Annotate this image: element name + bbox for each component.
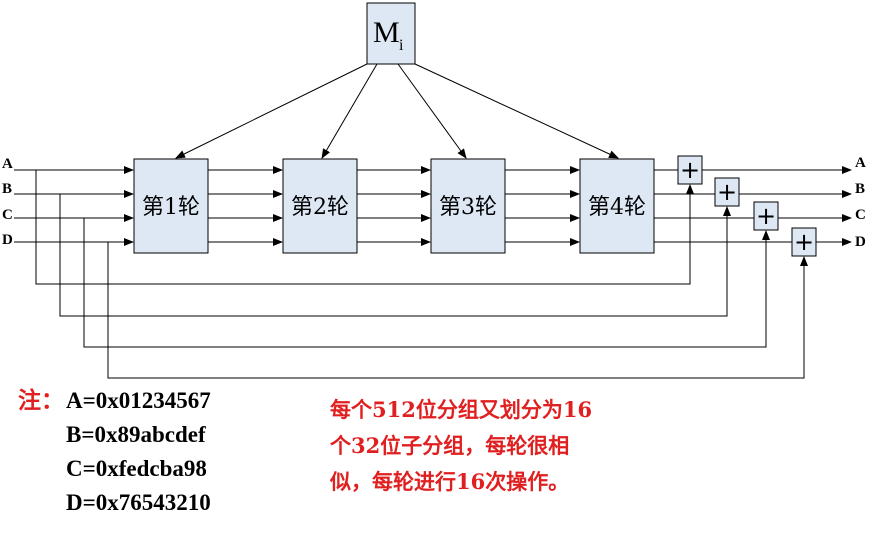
input-label-a: A: [2, 156, 13, 172]
round-box-4: 第4轮: [579, 158, 655, 254]
description-line-1: 每个512位分组又划分为16: [330, 397, 593, 422]
adder-b: +: [714, 177, 740, 207]
input-label-b: B: [2, 181, 12, 197]
output-label-b: B: [855, 181, 865, 197]
message-block: M i: [366, 2, 416, 65]
output-label-d: D: [855, 234, 866, 250]
description-line-2: 个32位子分组，每轮很相: [330, 433, 570, 458]
round-box-2: 第2轮: [282, 158, 358, 254]
input-label-d: D: [2, 232, 13, 248]
input-arrows: [14, 166, 134, 246]
round4-output-lines: [654, 169, 792, 243]
note-value-a: A=0x01234567: [66, 388, 211, 413]
adder-d-symbol: +: [794, 228, 814, 256]
note-value-c: C=0xfedcba98: [66, 456, 207, 481]
round-label-2: 第2轮: [291, 195, 349, 220]
input-labels: A B C D: [2, 156, 13, 248]
round-box-1: 第1轮: [133, 158, 209, 254]
output-label-c: C: [855, 207, 866, 223]
adder-c: +: [753, 201, 779, 231]
note-value-b: B=0x89abcdef: [66, 422, 206, 447]
note-line-a: 注：A=0x01234567: [18, 384, 211, 418]
output-arrows: [702, 166, 852, 246]
adder-a-symbol: +: [680, 156, 700, 184]
adder-d: +: [791, 227, 817, 257]
note-value-d: D=0x76543210: [66, 490, 211, 515]
note-prefix: 注：: [18, 388, 64, 413]
note-line-d: D=0x76543210: [18, 486, 211, 520]
round-label-3: 第3轮: [439, 195, 497, 220]
round-label-1: 第1轮: [142, 195, 200, 220]
note-line-c: C=0xfedcba98: [18, 452, 211, 486]
feedforward-lines: [35, 170, 808, 379]
round-box-3: 第3轮: [430, 158, 506, 254]
inter-round-arrows: [208, 166, 580, 246]
description-line-3: 似，每轮进行16次操作。: [330, 469, 570, 494]
message-label: M: [373, 16, 400, 49]
output-labels: A B C D: [855, 155, 866, 250]
output-label-a: A: [855, 155, 866, 171]
adder-a: +: [677, 155, 703, 185]
note-line-b: B=0x89abcdef: [18, 418, 211, 452]
input-label-c: C: [2, 207, 13, 223]
message-arrows: [175, 63, 619, 159]
description-block: 每个512位分组又划分为16 个32位子分组，每轮很相 似，每轮进行16次操作。: [330, 392, 592, 500]
adder-b-symbol: +: [717, 178, 737, 206]
round-label-4: 第4轮: [588, 195, 646, 220]
adder-c-symbol: +: [756, 202, 776, 230]
message-subscript: i: [399, 37, 404, 54]
note-block: 注：A=0x01234567 B=0x89abcdef C=0xfedcba98…: [18, 384, 211, 520]
